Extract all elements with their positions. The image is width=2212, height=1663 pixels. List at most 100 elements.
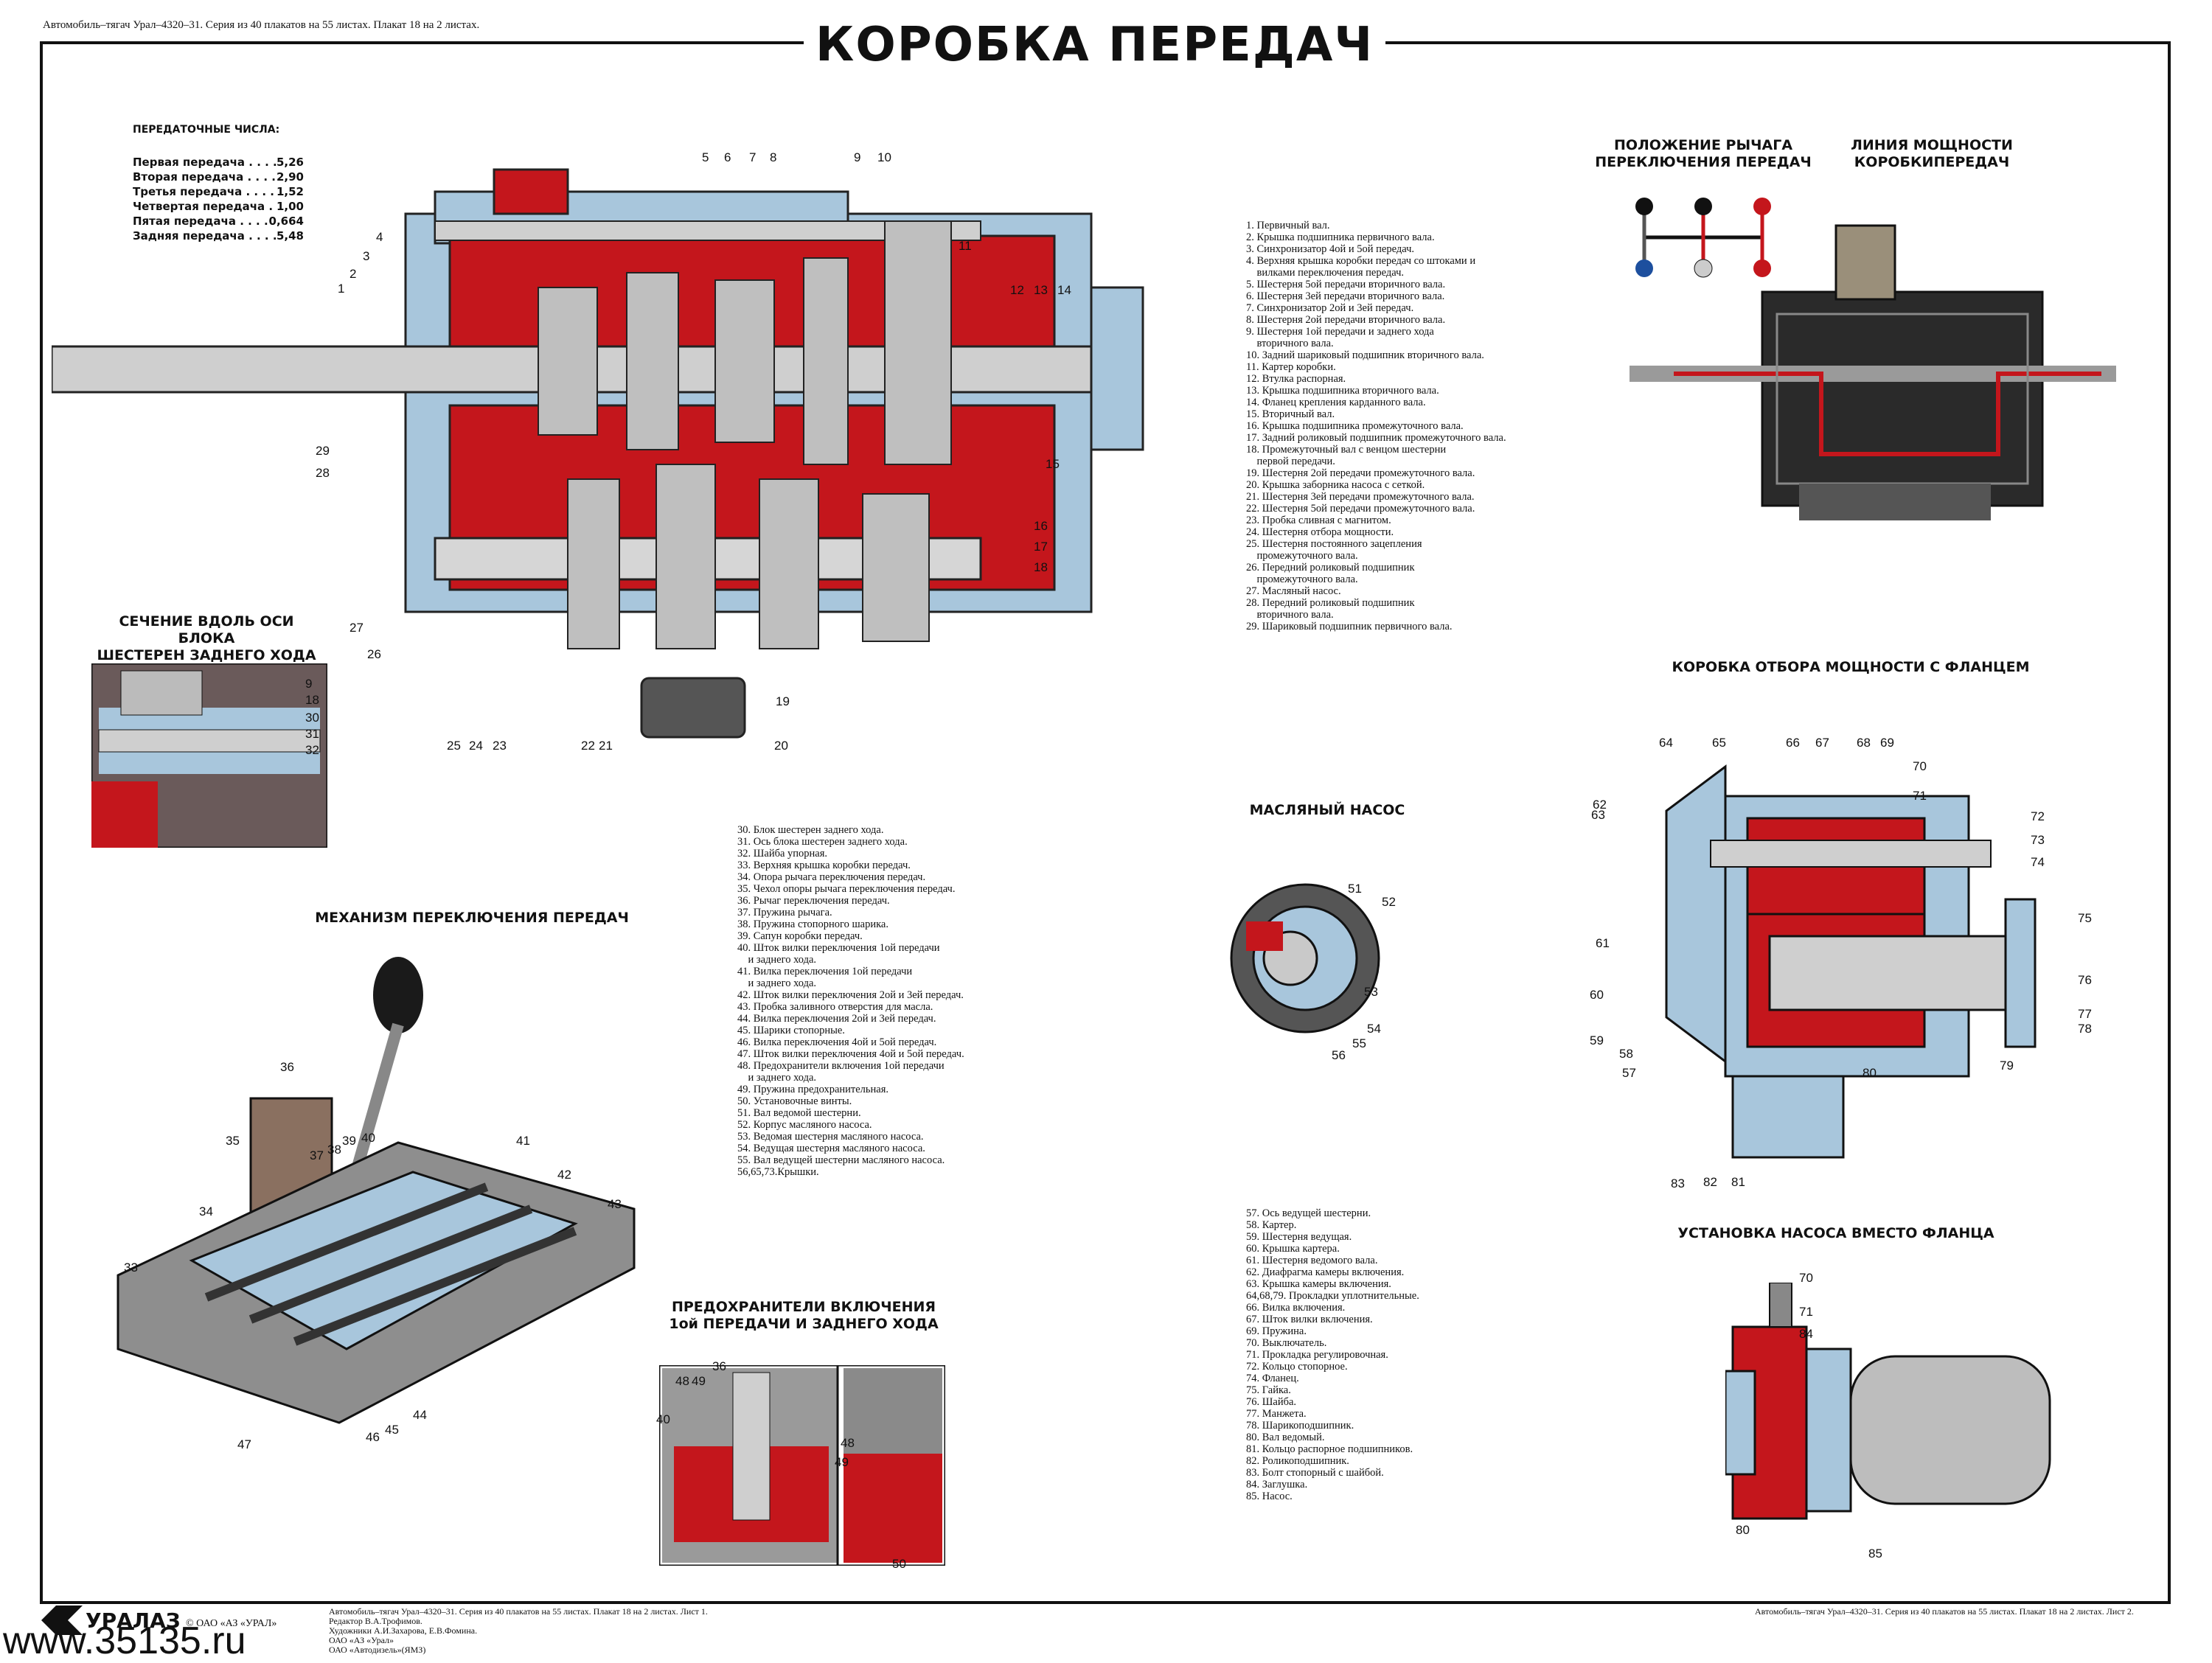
legend-item: 75. Гайка. [1246, 1384, 1291, 1396]
brand-logo-icon [41, 1606, 83, 1635]
legend-item: 6. Шестерня 3ей передачи вторичного вала… [1246, 290, 1445, 302]
legend-item: 66. Вилка включения. [1246, 1302, 1346, 1314]
legend-item: 74. Фланец. [1246, 1373, 1299, 1384]
callout-number: 62 [1593, 798, 1607, 812]
pto-drawing [1665, 764, 2037, 1159]
callout-number: 78 [2078, 1022, 2092, 1036]
gear-ratio-value: 1,52 [276, 185, 304, 198]
legend-item: 28. Передний роликовый подшипник [1246, 597, 1415, 609]
credits: Автомобиль–тягач Урал–4320–31. Серия из … [329, 1607, 708, 1655]
lever-knob-icon [373, 957, 423, 1033]
legend-item: 27. Масляный насос. [1246, 585, 1341, 597]
lever-pos-5-icon [1753, 259, 1771, 277]
callout-number: 82 [1703, 1175, 1717, 1189]
site-url: www.35135.ru [3, 1620, 246, 1662]
legend-item: 71. Прокладка регулировочная. [1246, 1349, 1388, 1361]
legend-item: 47. Шток вилки переключения 4ой и 5ой пе… [737, 1048, 964, 1060]
callout-number: 81 [1731, 1175, 1745, 1189]
legend-item: 54. Ведущая шестерня масляного насоса. [737, 1143, 925, 1154]
callout-number: 28 [316, 466, 330, 480]
callout-number: 54 [1367, 1022, 1381, 1036]
legend-item: 24. Шестерня отбора мощности. [1246, 526, 1394, 538]
callout-number: 80 [1736, 1523, 1750, 1537]
callout-number: 45 [385, 1423, 399, 1437]
gear-ratio-row: Третья передача1,52 [133, 184, 304, 199]
callout-number: 27 [349, 621, 364, 635]
callout-number: 8 [770, 150, 777, 164]
callout-number: 60 [1590, 988, 1604, 1002]
legend-item: вилками переключения передач. [1246, 267, 1405, 279]
legend-item: 50. Установочные винты. [737, 1095, 852, 1107]
legend-item: и заднего хода. [737, 954, 817, 966]
brand-name: УРАЛАЗ [86, 1608, 181, 1633]
callout-number: 80 [1863, 1066, 1877, 1080]
legend-item: 31. Ось блока шестерен заднего хода. [737, 836, 908, 848]
callout-number: 23 [493, 739, 507, 753]
gear-ratio-row: Задняя передача5,48 [133, 229, 304, 243]
callout-number: 9 [854, 150, 861, 164]
callout-number: 49 [692, 1374, 706, 1388]
legend-item: 82. Роликоподшипник. [1246, 1455, 1349, 1467]
callout-number: 69 [1880, 736, 1894, 750]
legend-item: 11. Картер коробки. [1246, 361, 1336, 373]
legend-item: 34. Опора рычага переключения передач. [737, 871, 926, 883]
oil-pump-heading: МАСЛЯНЫЙ НАСОС [1249, 802, 1405, 818]
legend-item: 17. Задний роликовый подшипник промежуто… [1246, 432, 1506, 444]
legend-item: 69. Пружина. [1246, 1325, 1307, 1337]
callout-number: 41 [516, 1134, 530, 1148]
callout-number: 19 [776, 694, 790, 708]
callout-number: 34 [199, 1204, 213, 1219]
legend-item: 22. Шестерня 5ой передачи промежуточного… [1246, 503, 1475, 515]
legend-item: 10. Задний шариковый подшипник вторичног… [1246, 349, 1484, 361]
callout-number: 46 [366, 1430, 380, 1444]
callout-number: 6 [724, 150, 731, 164]
callout-number: 75 [2078, 911, 2092, 925]
callout-number: 40 [656, 1412, 670, 1426]
legend-item: 49. Пружина предохранительная. [737, 1084, 889, 1095]
callout-number: 57 [1622, 1066, 1636, 1080]
callout-number: 49 [835, 1455, 849, 1469]
gear-ratio-label: Пятая передача [133, 214, 269, 229]
pump-instead-heading: УСТАНОВКА НАСОСА ВМЕСТО ФЛАНЦА [1677, 1225, 1994, 1241]
legend-item: 33. Верхняя крышка коробки передач. [737, 860, 911, 871]
legend-item: 1. Первичный вал. [1246, 220, 1330, 231]
gear-ratio-row: Вторая передача2,90 [133, 170, 304, 184]
callout-number: 47 [237, 1437, 251, 1451]
legend-item: 37. Пружина рычага. [737, 907, 832, 918]
credit-line: Автомобиль–тягач Урал–4320–31. Серия из … [329, 1606, 708, 1617]
lever-pos-R-icon [1635, 198, 1653, 215]
legend-item: 35. Чехол опоры рычага переключения пере… [737, 883, 956, 895]
legend-item: 30. Блок шестерен заднего хода. [737, 824, 884, 836]
legend-item: 80. Вал ведомый. [1246, 1432, 1325, 1443]
legend-item: 18. Промежуточный вал с венцом шестерни [1246, 444, 1447, 456]
callout-number: 1 [338, 282, 345, 296]
legend-item: 53. Ведомая шестерня масляного насоса. [737, 1131, 924, 1143]
credit-line: Редактор В.А.Трофимов. [329, 1616, 422, 1626]
legend-item: вторичного вала. [1246, 609, 1334, 621]
callout-number: 37 [310, 1148, 324, 1162]
gear-ratio-value: 0,664 [268, 215, 304, 228]
legend-item: промежуточного вала. [1246, 573, 1358, 585]
legend-item: 81. Кольцо распорное подшипников. [1246, 1443, 1413, 1455]
legend-item: вторичного вала. [1246, 338, 1334, 349]
callout-number: 66 [1786, 736, 1800, 750]
legend-item: 36. Рычаг переключения передач. [737, 895, 890, 907]
legend-item: 8. Шестерня 2ой передачи вторичного вала… [1246, 314, 1446, 326]
legend-item: 44. Вилка переключения 2ой и 3ей передач… [737, 1013, 936, 1025]
legend-item: 5. Шестерня 5ой передачи вторичного вала… [1246, 279, 1446, 290]
legend-item: 72. Кольцо стопорное. [1246, 1361, 1348, 1373]
legend-item: 83. Болт стопорный с шайбой. [1246, 1467, 1384, 1479]
legend-item: 56,65,73.Крышки. [737, 1166, 819, 1178]
callout-number: 9 [305, 677, 313, 691]
main-gearbox-cutaway [52, 168, 1144, 739]
callout-number: 85 [1868, 1547, 1882, 1561]
legend-item: 4. Верхняя крышка коробки передач со што… [1246, 255, 1476, 267]
callout-number: 12 [1010, 283, 1024, 297]
legend-item: и заднего хода. [737, 977, 817, 989]
gear-ratio-label: Третья передача [133, 184, 276, 199]
oil-pump-drawing [1230, 883, 1380, 1033]
title-wrap: КОРОБКА ПЕРЕДАЧ [804, 18, 1386, 72]
callout-number: 38 [327, 1143, 341, 1157]
legend-item: 63. Крышка камеры включения. [1246, 1278, 1391, 1290]
callout-number: 18 [1034, 560, 1048, 574]
